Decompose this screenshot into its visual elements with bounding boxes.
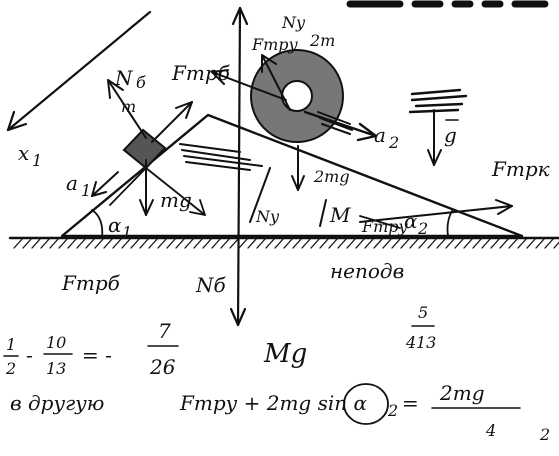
friction-lower-label: Fтру — [361, 217, 409, 236]
immobile-label: неподв — [330, 259, 404, 283]
eq1-right-num: 7 — [158, 319, 171, 343]
block-mass-label: m — [121, 97, 136, 116]
a1-sub: 1 — [81, 181, 91, 200]
frac-num: 5 — [418, 303, 428, 322]
n-b-bottom-label: Nб — [195, 273, 227, 297]
fraction-5-13: 5 4 13 — [405, 303, 436, 352]
scribble-wedge — [179, 143, 263, 171]
friction-ring-arrow — [211, 69, 287, 101]
alpha2-label: α — [404, 209, 418, 233]
eq1-minus: - — [26, 343, 33, 367]
x1-sub: 1 — [32, 151, 42, 170]
two-mg-label: 2mg — [313, 167, 350, 186]
n-y-lower-arrow — [249, 167, 271, 223]
eq2-circle — [343, 383, 389, 425]
eq2-text: в другую — [10, 391, 104, 415]
alpha1-label: α — [108, 213, 122, 237]
eq1-equals: = - — [82, 343, 112, 367]
eq2-equals: = — [402, 391, 419, 415]
eq2-rhs-num: 2mg — [439, 381, 485, 405]
n-block-sub: б — [136, 73, 146, 92]
a2-arrow — [303, 110, 378, 142]
eq1-right-den: 26 — [149, 355, 176, 379]
friction-block-arrow — [151, 101, 193, 143]
alpha1-arc — [91, 209, 104, 239]
scribble-ring — [317, 111, 353, 135]
x1-axis-arrow — [6, 10, 152, 132]
eq2-rhs-sub: 2 — [539, 425, 550, 444]
a2-sub: 2 — [388, 133, 399, 152]
friction-right-label: Fтрк — [491, 157, 550, 181]
mg-component-arrow — [109, 167, 206, 216]
ground — [8, 236, 559, 249]
normal-force-block-arrow — [107, 79, 147, 139]
eq1-mid-num: 10 — [46, 333, 66, 352]
ring — [250, 49, 344, 143]
eq2-sub: 2 — [387, 401, 398, 420]
vertical-axis — [229, 6, 249, 327]
alpha1-sub: 1 — [122, 223, 132, 242]
friction-lower-arrow — [359, 215, 401, 229]
a1-arrow — [91, 171, 119, 197]
normal-force-ring-arrow — [261, 54, 291, 111]
a2-label: a — [374, 123, 386, 147]
eq2-formula: Fтру + 2mg sin α — [179, 391, 367, 415]
friction-ring-label: Fтру — [251, 35, 299, 54]
n-block-label: N — [114, 66, 134, 90]
frac-den: 13 — [416, 333, 436, 352]
scribble-top-right — [408, 88, 468, 114]
mg-label: mg — [160, 188, 192, 212]
eq1-mid-den: 13 — [46, 359, 66, 378]
g-arrow — [427, 109, 442, 166]
eq2-rhs-den: 4 — [485, 421, 496, 440]
n-ring-label: Nу — [281, 13, 306, 32]
eq1-left-den: 2 — [5, 359, 16, 378]
alpha2-arc — [446, 210, 453, 237]
small-block — [122, 128, 167, 170]
eq1-left-num: 1 — [6, 335, 16, 354]
big-m-label: M — [329, 203, 351, 227]
mass-m-bar — [319, 199, 327, 227]
g-label: g — [444, 123, 457, 147]
wedge-outline — [60, 113, 524, 238]
alpha2-sub: 2 — [417, 219, 428, 238]
x1-label: x — [18, 141, 29, 165]
friction-right-arrow — [359, 199, 513, 223]
frac-prefix: 4 — [405, 333, 416, 352]
equation-1: 1 2 - 10 13 = - 7 26 — [3, 319, 179, 379]
ring-mass-label: 2m — [309, 31, 335, 50]
a1-label: a — [66, 171, 78, 195]
big-mg-label: Mg — [263, 339, 307, 369]
n-y-lower-label: Nу — [255, 207, 280, 226]
friction-bottom-label: Fтрб — [61, 271, 121, 295]
force-2mg-arrow — [291, 145, 305, 191]
equation-2: в другую Fтру + 2mg sin α 2 = 2mg 4 2 — [10, 381, 550, 444]
